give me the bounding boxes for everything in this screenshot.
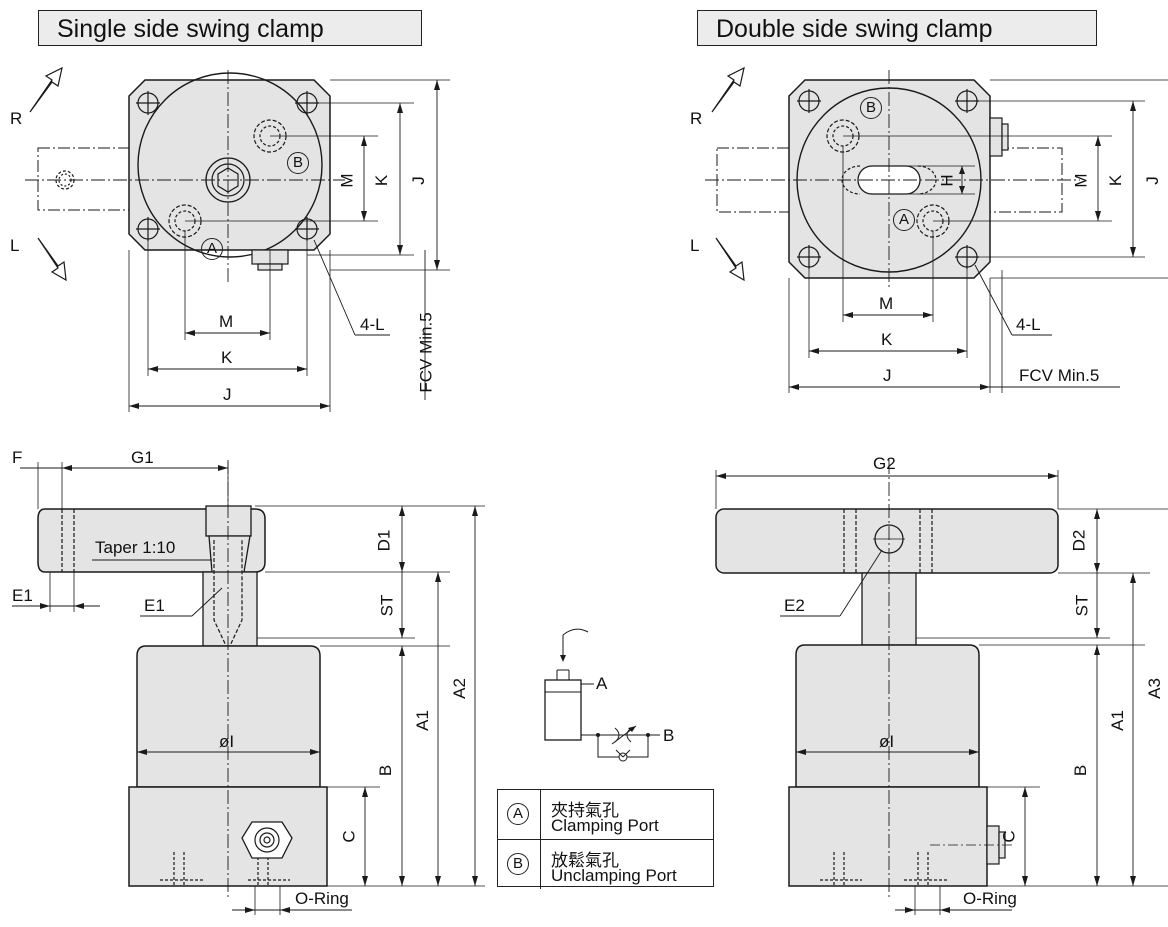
single-dim-D1: D1 — [374, 529, 394, 552]
single-top-view — [25, 66, 450, 412]
double-dim-M-horizontal: M — [879, 294, 894, 313]
single-base-plate — [128, 79, 331, 251]
double-dim-A3: A3 — [1144, 678, 1164, 699]
pneumatic-schematic — [544, 628, 660, 762]
legend-unclamping-en: Unclamping Port — [551, 866, 677, 885]
single-dim-dia-I: øI — [219, 732, 235, 751]
legend-unclamping-zh: 放鬆氣孔 — [551, 851, 619, 871]
single-dim-ST: ST — [377, 594, 397, 617]
double-dim-E2: E2 — [784, 596, 805, 615]
single-dim-B: B — [376, 764, 396, 777]
legend-clamping-en: Clamping Port — [551, 816, 659, 835]
port-legend: A 夾持氣孔 Clamping Port B 放鬆氣孔 Unclamping P… — [497, 789, 714, 889]
double-cylinder-base — [788, 786, 988, 887]
double-dim-H: H — [937, 174, 957, 187]
single-dim-F: F — [12, 448, 23, 467]
double-port-a-mark: A — [893, 209, 915, 231]
schematic-port-a: A — [596, 674, 608, 693]
single-dim-E1-left: E1 — [12, 586, 33, 605]
single-label-R: R — [10, 109, 23, 128]
schematic-port-b: B — [663, 726, 675, 745]
single-dim-A2: A2 — [449, 678, 469, 699]
double-port-b-mark: B — [860, 97, 882, 119]
double-dim-C: C — [999, 830, 1019, 843]
double-dim-K-vertical: K — [1106, 174, 1126, 187]
legend-symbol-b: B — [507, 853, 529, 875]
single-clamp-title: Single side swing clamp — [38, 10, 422, 46]
double-dim-A1: A1 — [1107, 710, 1127, 731]
double-dim-G2: G2 — [873, 454, 896, 473]
single-dim-FCV: FCV Min.5 — [416, 312, 436, 393]
double-dim-J-horizontal: J — [883, 366, 892, 385]
double-dim-B: B — [1071, 764, 1091, 777]
single-dim-M-horizontal: M — [219, 312, 234, 331]
single-dim-E1-shaft: E1 — [144, 596, 165, 615]
double-dim-dia-I: øI — [879, 732, 895, 751]
single-port-b-mark: B — [287, 152, 309, 174]
legend-row-unclamping: B 放鬆氣孔 Unclamping Port — [498, 839, 713, 889]
double-dim-D2: D2 — [1069, 529, 1089, 552]
single-dim-K-horizontal: K — [221, 348, 233, 367]
single-body-circle — [137, 72, 323, 258]
single-dim-C: C — [339, 830, 359, 843]
double-top-view — [705, 66, 1168, 393]
single-dim-J-horizontal: J — [223, 385, 232, 404]
single-taper-note: Taper 1:10 — [95, 538, 176, 557]
single-port-a-mark: A — [201, 238, 223, 260]
double-dim-M-vertical: M — [1071, 173, 1091, 188]
double-front-view — [715, 460, 1168, 915]
single-front-view — [12, 460, 485, 915]
double-dim-K-horizontal: K — [881, 330, 893, 349]
single-dim-J-vertical: J — [408, 176, 428, 185]
single-dim-4L: 4-L — [360, 315, 385, 334]
single-dim-Oring: O-Ring — [295, 889, 349, 908]
single-dim-K-vertical: K — [372, 174, 392, 187]
single-label-L: L — [10, 236, 20, 255]
double-clamp-title: Double side swing clamp — [697, 10, 1097, 46]
double-dim-Oring: O-Ring — [963, 889, 1017, 908]
double-dim-ST: ST — [1072, 594, 1092, 617]
single-cylinder-body — [136, 645, 321, 788]
double-cylinder-body — [795, 644, 980, 788]
double-dim-FCV: FCV Min.5 — [1019, 366, 1100, 385]
single-dim-M-vertical: M — [337, 173, 357, 188]
legend-clamping-zh: 夾持氣孔 — [551, 801, 619, 821]
double-dim-J-vertical: J — [1142, 176, 1162, 185]
double-label-L: L — [690, 236, 700, 255]
double-label-R: R — [690, 109, 703, 128]
single-dim-G1: G1 — [131, 448, 154, 467]
legend-symbol-a: A — [507, 803, 529, 825]
double-dim-4L: 4-L — [1016, 315, 1041, 334]
single-dim-A1: A1 — [412, 710, 432, 731]
legend-row-clamping: A 夾持氣孔 Clamping Port — [498, 790, 713, 839]
